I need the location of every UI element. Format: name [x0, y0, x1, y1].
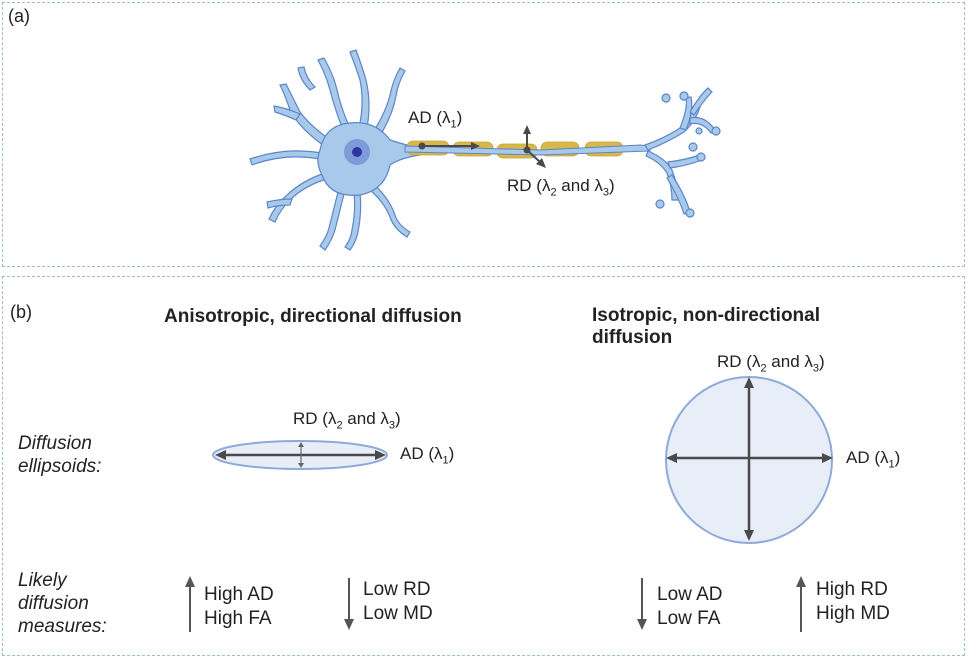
anisotropic-title: Anisotropic, directional diffusion [164, 306, 462, 327]
iso-low-measures: Low AD Low FA [657, 584, 723, 629]
panel-a-frame [2, 2, 965, 267]
arrow-down-icon [637, 578, 647, 630]
neuron-soma [317, 122, 421, 196]
rd-label-ellipsoid: RD (λ2 and λ3) [293, 409, 401, 432]
row-label-measures: Likely diffusion measures: [18, 570, 107, 637]
aniso-high-measures: High AD High FA [204, 584, 274, 629]
ad-label-neuron: AD (λ1) [408, 108, 463, 131]
anisotropic-ellipsoid [212, 440, 388, 470]
ad-label-sphere: AD (λ1) [846, 448, 901, 471]
ad-label-ellipsoid: AD (λ1) [400, 444, 455, 467]
arrow-up-icon [796, 576, 806, 632]
panel-b-frame [2, 276, 965, 656]
terminal-boutons [655, 91, 721, 218]
panel-a-label: (a) [8, 6, 30, 26]
row-label-ellipsoids: Diffusion ellipsoids: [18, 433, 102, 477]
neuron-dendrites [249, 49, 411, 251]
aniso-low-measures: Low RD Low MD [363, 579, 433, 624]
ad-arrow-axon [418, 142, 480, 150]
panel-b-label: (b) [10, 302, 32, 322]
nucleolus [352, 147, 362, 157]
arrow-down-icon [344, 578, 354, 630]
axon-terminals [644, 87, 716, 215]
rd-label-sphere: RD (λ2 and λ3) [717, 352, 825, 375]
rd-label-neuron: RD (λ2 and λ3) [507, 176, 615, 199]
iso-high-measures: High RD High MD [816, 579, 890, 624]
isotropic-sphere [665, 376, 833, 544]
arrow-up-icon [185, 576, 195, 632]
isotropic-title: Isotropic, non-directional diffusion [592, 305, 821, 348]
rd-arrows-axon [523, 125, 546, 168]
